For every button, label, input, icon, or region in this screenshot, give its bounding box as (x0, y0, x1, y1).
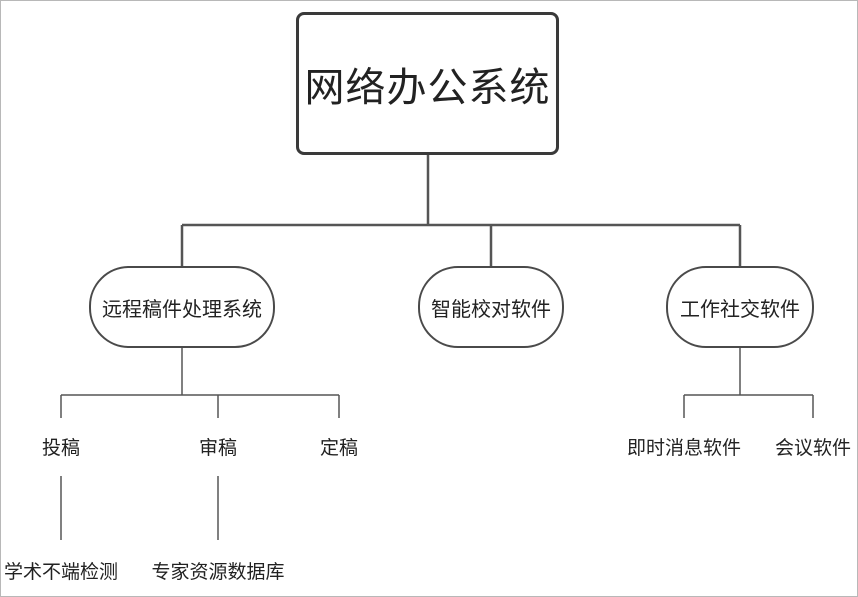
branch-node-work-social: 工作社交软件 (666, 266, 814, 348)
leaf-node-meeting-software: 会议软件 (770, 433, 856, 459)
branch-node-remote-manuscript: 远程稿件处理系统 (89, 266, 275, 348)
leaf-node-submission: 投稿 (31, 433, 91, 459)
root-label: 网络办公系统 (304, 64, 551, 111)
leaf-label: 会议软件 (774, 436, 851, 459)
branch-node-smart-proofreading: 智能校对软件 (418, 266, 564, 348)
leaf-label: 投稿 (41, 436, 80, 459)
leaf-label: 专家资源数据库 (151, 560, 285, 583)
leaf-node-expert-database: 专家资源数据库 (146, 557, 290, 583)
branch-label: 远程稿件处理系统 (102, 296, 262, 321)
leaf-node-finalize: 定稿 (309, 433, 369, 459)
leaf-node-instant-messaging: 即时消息软件 (622, 433, 746, 459)
branch-label: 智能校对软件 (431, 296, 551, 321)
leaf-label: 学术不端检测 (3, 560, 118, 583)
leaf-label: 定稿 (319, 436, 358, 459)
leaf-label: 即时消息软件 (626, 436, 741, 459)
leaf-label: 审稿 (198, 436, 237, 459)
leaf-node-plagiarism-check: 学术不端检测 (0, 557, 122, 583)
branch-label: 工作社交软件 (680, 296, 800, 321)
root-node: 网络办公系统 (296, 12, 559, 155)
leaf-node-review: 审稿 (188, 433, 248, 459)
